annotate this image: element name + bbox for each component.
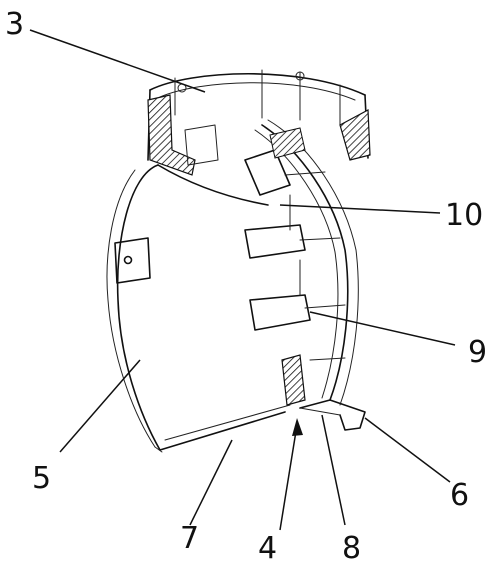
arrow-4: [292, 418, 303, 436]
label-7: 7: [180, 521, 199, 556]
leader-9: [309, 311, 456, 346]
label-10: 10: [445, 198, 483, 233]
leader-3: [29, 29, 206, 93]
leader-7: [189, 439, 233, 526]
leader-lines: [29, 29, 456, 531]
label-6: 6: [450, 478, 469, 513]
label-5: 5: [32, 461, 51, 496]
label-9: 9: [468, 335, 487, 370]
leader-6: [364, 417, 451, 483]
leader-5: [59, 359, 141, 453]
reference-labels: 3 10 9 5 6 7 4 8: [5, 7, 487, 566]
label-8: 8: [342, 531, 361, 566]
leader-4: [279, 424, 298, 531]
leader-10: [279, 204, 441, 214]
label-3: 3: [5, 7, 24, 42]
inner-wall: [244, 119, 366, 431]
conical-shell: [106, 164, 291, 453]
label-4: 4: [258, 531, 277, 566]
top-flange: [147, 69, 371, 176]
leader-8: [321, 414, 346, 526]
